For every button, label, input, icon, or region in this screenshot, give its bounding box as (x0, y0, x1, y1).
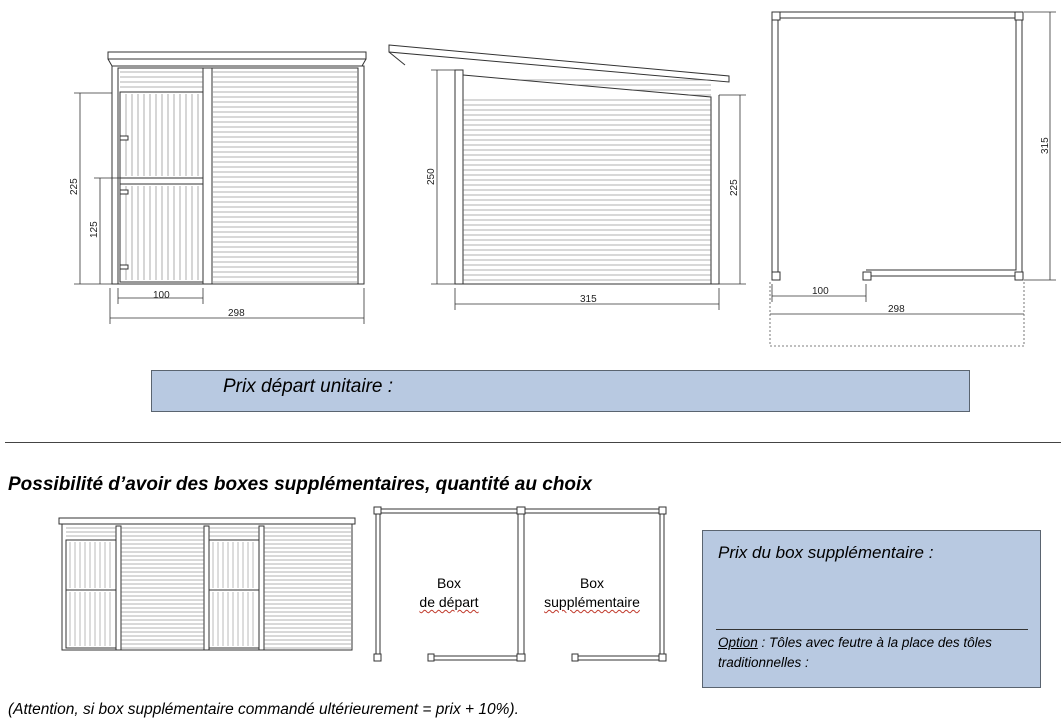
side-front-height-dim: 225 (729, 179, 740, 196)
plan-width-dim: 298 (888, 304, 905, 315)
extra-box-price-panel: Prix du box supplémentaire : Option : Tô… (702, 530, 1041, 688)
module-plan-drawing: Box de départ Box supplémentaire (372, 506, 670, 662)
option-label: Option (718, 635, 758, 650)
section-title: Possibilité d’avoir des boxes supplément… (8, 474, 592, 495)
front-door-height-dim: 125 (89, 221, 100, 238)
front-door-width-dim: 100 (153, 290, 170, 301)
box-start-label: Box de départ (380, 574, 518, 612)
front-total-height-dim: 225 (69, 178, 80, 195)
option-text: Option : Tôles avec feutre à la place de… (718, 633, 1028, 673)
unit-price-label: Prix départ unitaire : (223, 376, 394, 397)
plan-depth-dim: 315 (1040, 137, 1051, 154)
plan-view-drawing: 315 100 298 (769, 11, 1056, 347)
front-elevation-drawing: 225 125 100 298 (69, 51, 367, 324)
option-separator (716, 629, 1028, 630)
plan-opening-dim: 100 (812, 286, 829, 297)
side-elevation-drawing: 250 225 315 (388, 44, 746, 310)
box-extra-line1: Box (579, 575, 605, 591)
unit-price-panel: Prix départ unitaire : (151, 370, 970, 412)
box-extra-line2-text: supplémentaire (544, 594, 640, 610)
side-depth-dim: 315 (580, 294, 597, 305)
section-divider (5, 442, 1061, 443)
front-width-dim: 298 (228, 308, 245, 319)
side-back-height-dim: 250 (426, 168, 437, 185)
footnote: (Attention, si box supplémentaire comman… (8, 701, 519, 718)
box-start-line2: de départ (380, 593, 518, 612)
option-description: : Tôles avec feutre à la place des tôles… (718, 635, 992, 670)
box-extra-line2: supplémentaire (524, 593, 660, 612)
box-start-line2-text: de départ (419, 594, 479, 610)
module-front-drawing (58, 517, 356, 651)
box-start-line1: Box (436, 575, 462, 591)
extra-box-price-label: Prix du box supplémentaire : (718, 543, 934, 562)
box-extra-label: Box supplémentaire (524, 574, 660, 612)
